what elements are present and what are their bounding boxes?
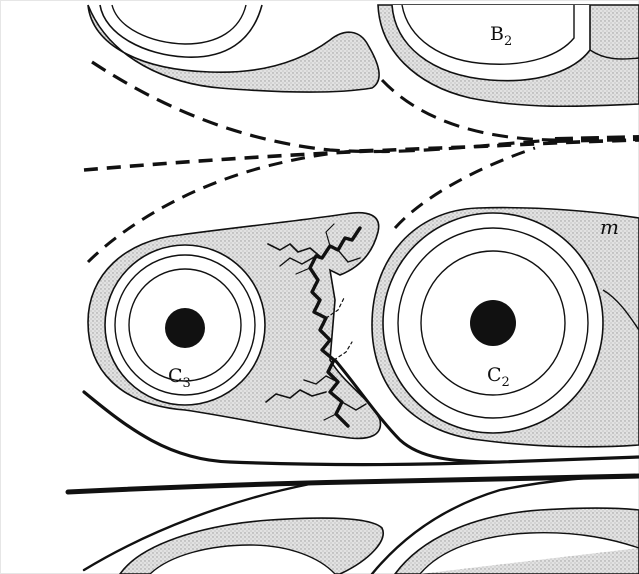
cell-top-left-ring-outer (100, 5, 262, 57)
cell-c2: C2 m (372, 208, 639, 447)
cell-bottom-right (395, 508, 639, 574)
cell-c3-nucleus (165, 308, 205, 348)
fracture-dotted-1 (334, 342, 352, 360)
cell-c2-nucleus (470, 300, 516, 346)
solid-line-bold (68, 476, 639, 492)
cell-bottom-left (120, 518, 383, 574)
dashed-line-bold-tail (555, 138, 639, 140)
label-m: m (600, 215, 619, 239)
cell-b2: B2 (378, 5, 639, 106)
dashed-line-middle (84, 140, 639, 170)
cell-top-left (88, 5, 379, 92)
cell-c3: C3 (88, 213, 380, 439)
